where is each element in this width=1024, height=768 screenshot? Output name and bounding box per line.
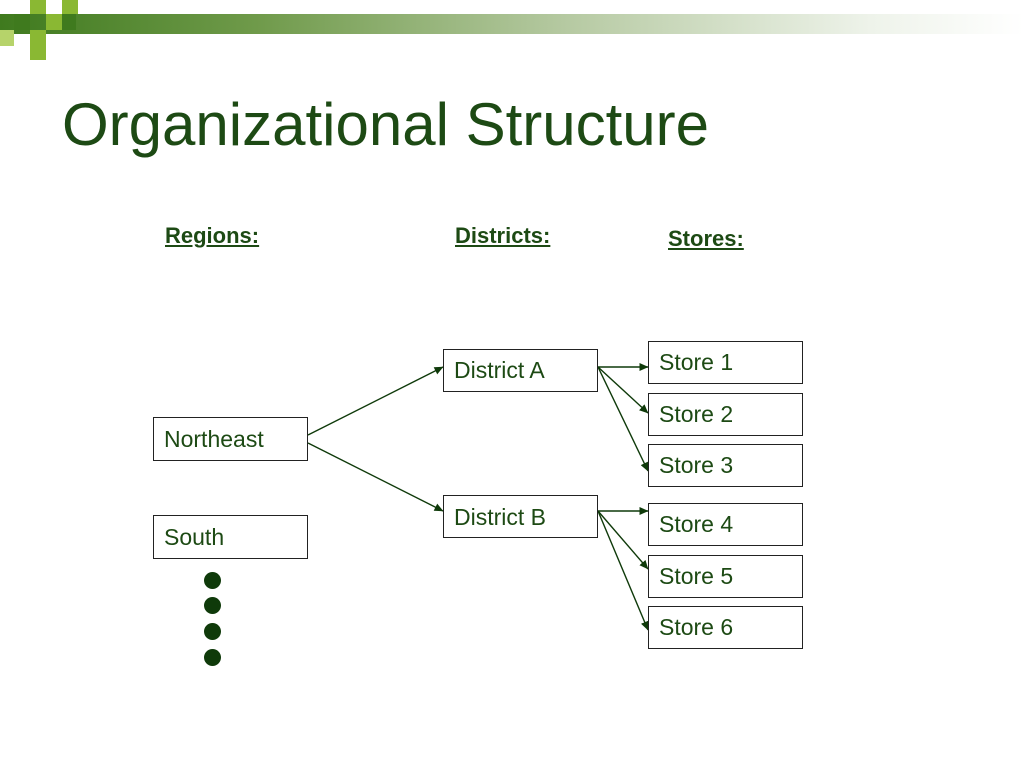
header-gradient-band: [0, 14, 1024, 34]
store-label: Store 5: [659, 563, 734, 589]
ellipsis-dot: [204, 597, 221, 614]
region-label: Northeast: [164, 425, 264, 452]
ellipsis-dot: [204, 649, 221, 666]
region-box-south: South: [153, 515, 308, 559]
store-label: Store 6: [659, 614, 734, 640]
district-label: District B: [454, 504, 546, 530]
link-district-b-store-5: [597, 510, 649, 570]
regions-heading: Regions:: [165, 223, 260, 248]
stores-heading: Stores:: [668, 226, 744, 251]
link-district-a-store-2: [597, 366, 649, 414]
store-label: Store 2: [659, 401, 734, 427]
store-box-5: Store 5: [648, 555, 803, 598]
store-label: Store 3: [659, 452, 734, 478]
district-label: District A: [454, 357, 545, 383]
region-label: South: [164, 523, 225, 550]
district-box-b: District B: [443, 495, 598, 538]
store-label: Store 4: [659, 511, 734, 537]
link-district-a-store-3: [597, 366, 649, 472]
district-box-a: District A: [443, 349, 598, 392]
store-box-6: Store 6: [648, 606, 803, 649]
link-district-b-store-6: [597, 510, 649, 631]
link-northeast-district-b: [307, 442, 444, 512]
districts-heading: Districts:: [455, 223, 551, 248]
ellipsis-dot: [204, 572, 221, 589]
store-box-2: Store 2: [648, 393, 803, 436]
slide-title: Organizational Structure: [62, 91, 709, 158]
store-box-1: Store 1: [648, 341, 803, 384]
ellipsis-dot: [204, 623, 221, 640]
store-label: Store 1: [659, 349, 734, 375]
store-box-3: Store 3: [648, 444, 803, 487]
region-box-northeast: Northeast: [153, 417, 308, 461]
store-box-4: Store 4: [648, 503, 803, 546]
link-northeast-district-a: [307, 366, 444, 436]
